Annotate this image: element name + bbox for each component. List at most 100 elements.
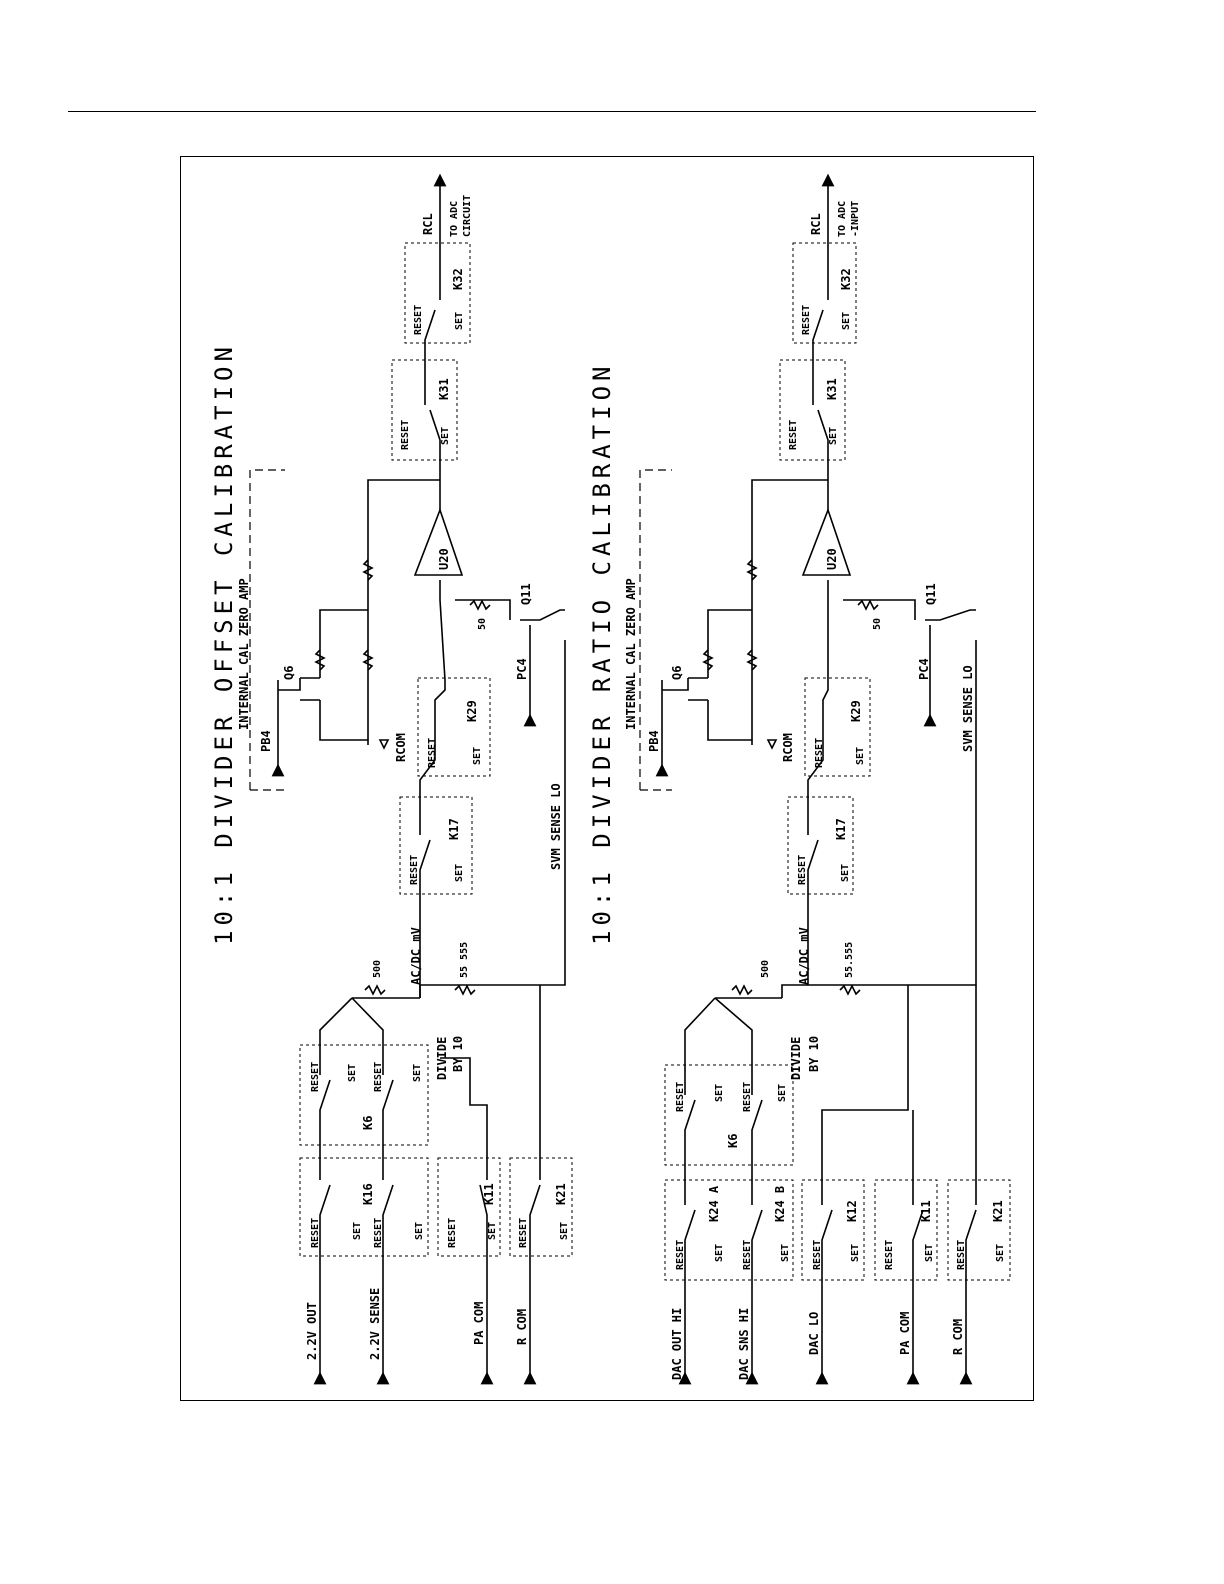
node-label: SVM SENSE LO [961, 665, 975, 752]
set-label: SET [714, 1244, 725, 1262]
input-label: PA COM [472, 1302, 486, 1345]
block-label: INTERNAL CAL ZERO AMP [237, 578, 251, 730]
reset-label: RESET [956, 1240, 967, 1270]
reset-label: RESET [400, 420, 411, 450]
set-label: SET [855, 747, 866, 765]
reset-label: RESET [742, 1240, 753, 1270]
block-label: INTERNAL CAL ZERO AMP [624, 578, 638, 730]
pc4-label: PC4 [515, 658, 529, 680]
relay-box-k29 [417, 677, 491, 777]
resistor-label: 50 [477, 618, 488, 630]
reset-label: RESET [310, 1062, 321, 1092]
relay-label-k29: K29 [465, 700, 479, 722]
input-label: DAC SNS HI [737, 1308, 751, 1380]
set-label: SET [777, 1084, 788, 1102]
relay-box-k12 [801, 1179, 865, 1281]
relay-label-k29: K29 [849, 700, 863, 722]
relay-label-k12: K12 [845, 1200, 859, 1222]
set-label: SET [454, 312, 465, 330]
set-label: SET [347, 1064, 358, 1082]
pc4-label: PC4 [917, 658, 931, 680]
set-label: SET [559, 1222, 570, 1240]
relay-box-k11 [437, 1157, 501, 1257]
set-label: SET [780, 1244, 791, 1262]
reset-label: RESET [413, 305, 424, 335]
input-label: 2.2V OUT [305, 1302, 319, 1360]
set-label: SET [828, 427, 839, 445]
reset-label: RESET [801, 305, 812, 335]
rcl-label: RCL [809, 213, 823, 235]
node-label: BY 10 [451, 1036, 465, 1072]
set-label: SET [840, 864, 851, 882]
resistor-label: 500 [372, 960, 383, 978]
relay-box-k29 [804, 677, 871, 777]
relay-label-k11: K11 [919, 1200, 933, 1222]
set-label: SET [850, 1244, 861, 1262]
set-label: SET [841, 312, 852, 330]
set-label: SET [995, 1244, 1006, 1262]
relay-label-k32: K32 [451, 268, 465, 290]
reset-label: RESET [427, 738, 438, 768]
node-label: SVM SENSE LO [549, 783, 563, 870]
u20-label: U20 [825, 548, 839, 570]
diagram-frame [180, 156, 1034, 1401]
reset-label: RESET [812, 1240, 823, 1270]
relay-box-k17 [787, 796, 854, 895]
relay-box-k17 [399, 796, 473, 895]
input-label: R COM [951, 1319, 965, 1355]
q11-label: Q11 [924, 583, 938, 605]
rcom-label: RCOM [781, 733, 795, 762]
reset-label: RESET [518, 1218, 529, 1248]
diagram-title: 10:1 DIVIDER RATIO CALIBRATION [588, 362, 616, 945]
node-label: BY 10 [807, 1036, 821, 1072]
reset-label: RESET [373, 1062, 384, 1092]
rcom-label: RCOM [394, 733, 408, 762]
ratio-calibration-diagram: 10:1 DIVIDER RATIO CALIBRATION DAC OUT H… [588, 180, 1011, 1385]
reset-label: RESET [797, 855, 808, 885]
output-label: CIRCUIT [462, 195, 473, 237]
relay-label-k17: K17 [447, 818, 461, 840]
input-label: R COM [515, 1309, 529, 1345]
reset-label: RESET [409, 855, 420, 885]
q11-label: Q11 [519, 583, 533, 605]
relay-box-k21 [947, 1179, 1011, 1281]
resistor-label: 50 [872, 618, 883, 630]
output-label: TO ADC [837, 201, 848, 237]
diagram-title: 10:1 DIVIDER OFFSET CALIBRATION [210, 342, 238, 945]
u20-label: U20 [437, 548, 451, 570]
resistor-label: 55.555 [844, 942, 855, 978]
input-label: 2.2V SENSE [368, 1288, 382, 1360]
relay-label-k6: K6 [726, 1134, 740, 1148]
set-label: SET [414, 1222, 425, 1240]
relay-box-k32 [792, 242, 857, 344]
relay-box-k11 [874, 1179, 938, 1281]
set-label: SET [472, 747, 483, 765]
node-label: DIVIDE [435, 1037, 449, 1080]
relay-box-k21 [509, 1157, 573, 1257]
node-label: DIVIDE [789, 1037, 803, 1080]
relay-label-k16: K16 [361, 1183, 375, 1205]
set-label: SET [454, 864, 465, 882]
reset-label: RESET [675, 1082, 686, 1112]
relay-label-k6: K6 [361, 1116, 375, 1130]
set-label: SET [714, 1084, 725, 1102]
relay-label-k11: K11 [482, 1183, 496, 1205]
relay-label-k32: K32 [839, 268, 853, 290]
set-label: SET [440, 427, 451, 445]
set-label: SET [924, 1244, 935, 1262]
q6-label: Q6 [282, 666, 296, 680]
reset-label: RESET [675, 1240, 686, 1270]
q6-label: Q6 [670, 666, 684, 680]
reset-label: RESET [310, 1218, 321, 1248]
resistor-label: 55 555 [459, 942, 470, 978]
output-label: TO ADC [449, 201, 460, 237]
rcl-label: RCL [421, 213, 435, 235]
relay-label-k21: K21 [991, 1200, 1005, 1222]
reset-label: RESET [788, 420, 799, 450]
relay-label-k31: K31 [825, 378, 839, 400]
reset-label: RESET [742, 1082, 753, 1112]
set-label: SET [487, 1222, 498, 1240]
top-rule [68, 111, 1036, 112]
relay-label-k31: K31 [437, 378, 451, 400]
relay-label-k24a: K24 A [707, 1185, 721, 1222]
